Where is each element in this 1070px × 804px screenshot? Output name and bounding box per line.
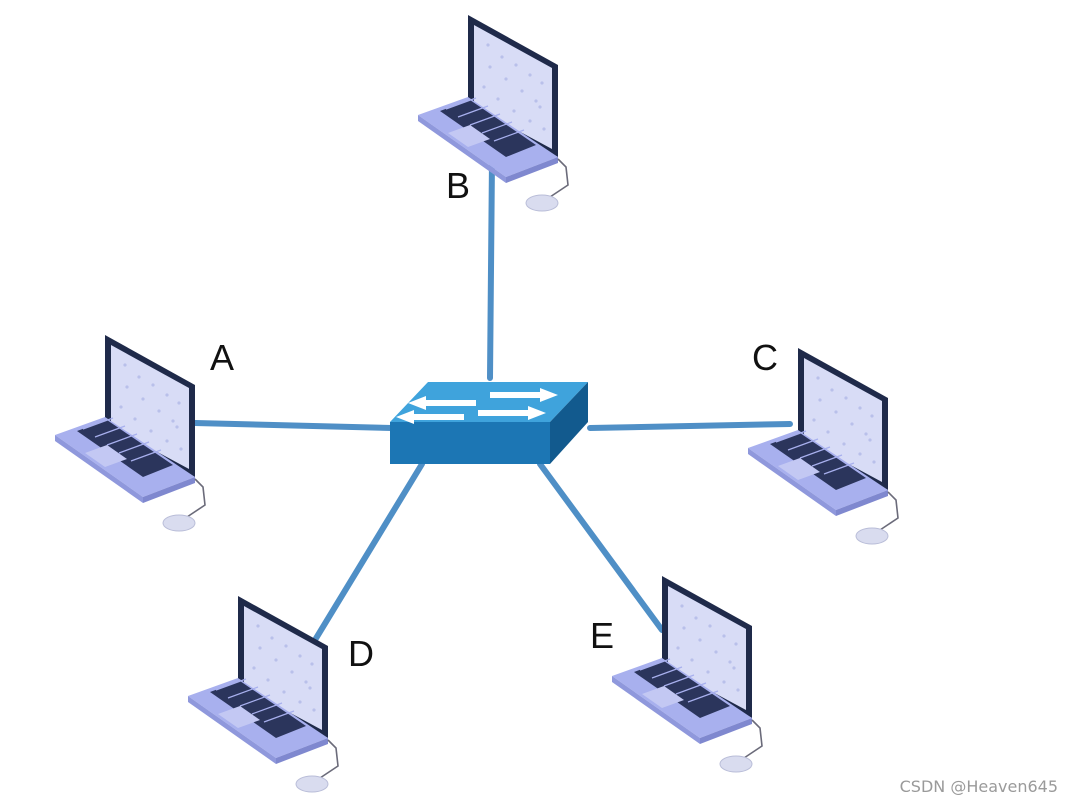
link-switch-d <box>312 461 425 643</box>
watermark-text: CSDN @Heaven645 <box>899 777 1058 796</box>
link-switch-c <box>587 421 793 431</box>
node-label-e: E <box>590 615 614 656</box>
network-links <box>192 157 793 643</box>
link-switch-b <box>487 157 495 381</box>
switch-icon <box>390 382 588 464</box>
node-label-a: A <box>210 337 234 378</box>
laptop-icon-e <box>611 575 763 773</box>
node-label-d: D <box>348 633 374 674</box>
laptop-icon-a <box>54 334 206 532</box>
link-switch-e <box>537 461 665 633</box>
laptop-icon-d <box>187 595 339 793</box>
node-label-b: B <box>446 165 470 206</box>
node-label-c: C <box>752 337 778 378</box>
link-switch-a <box>192 420 395 431</box>
